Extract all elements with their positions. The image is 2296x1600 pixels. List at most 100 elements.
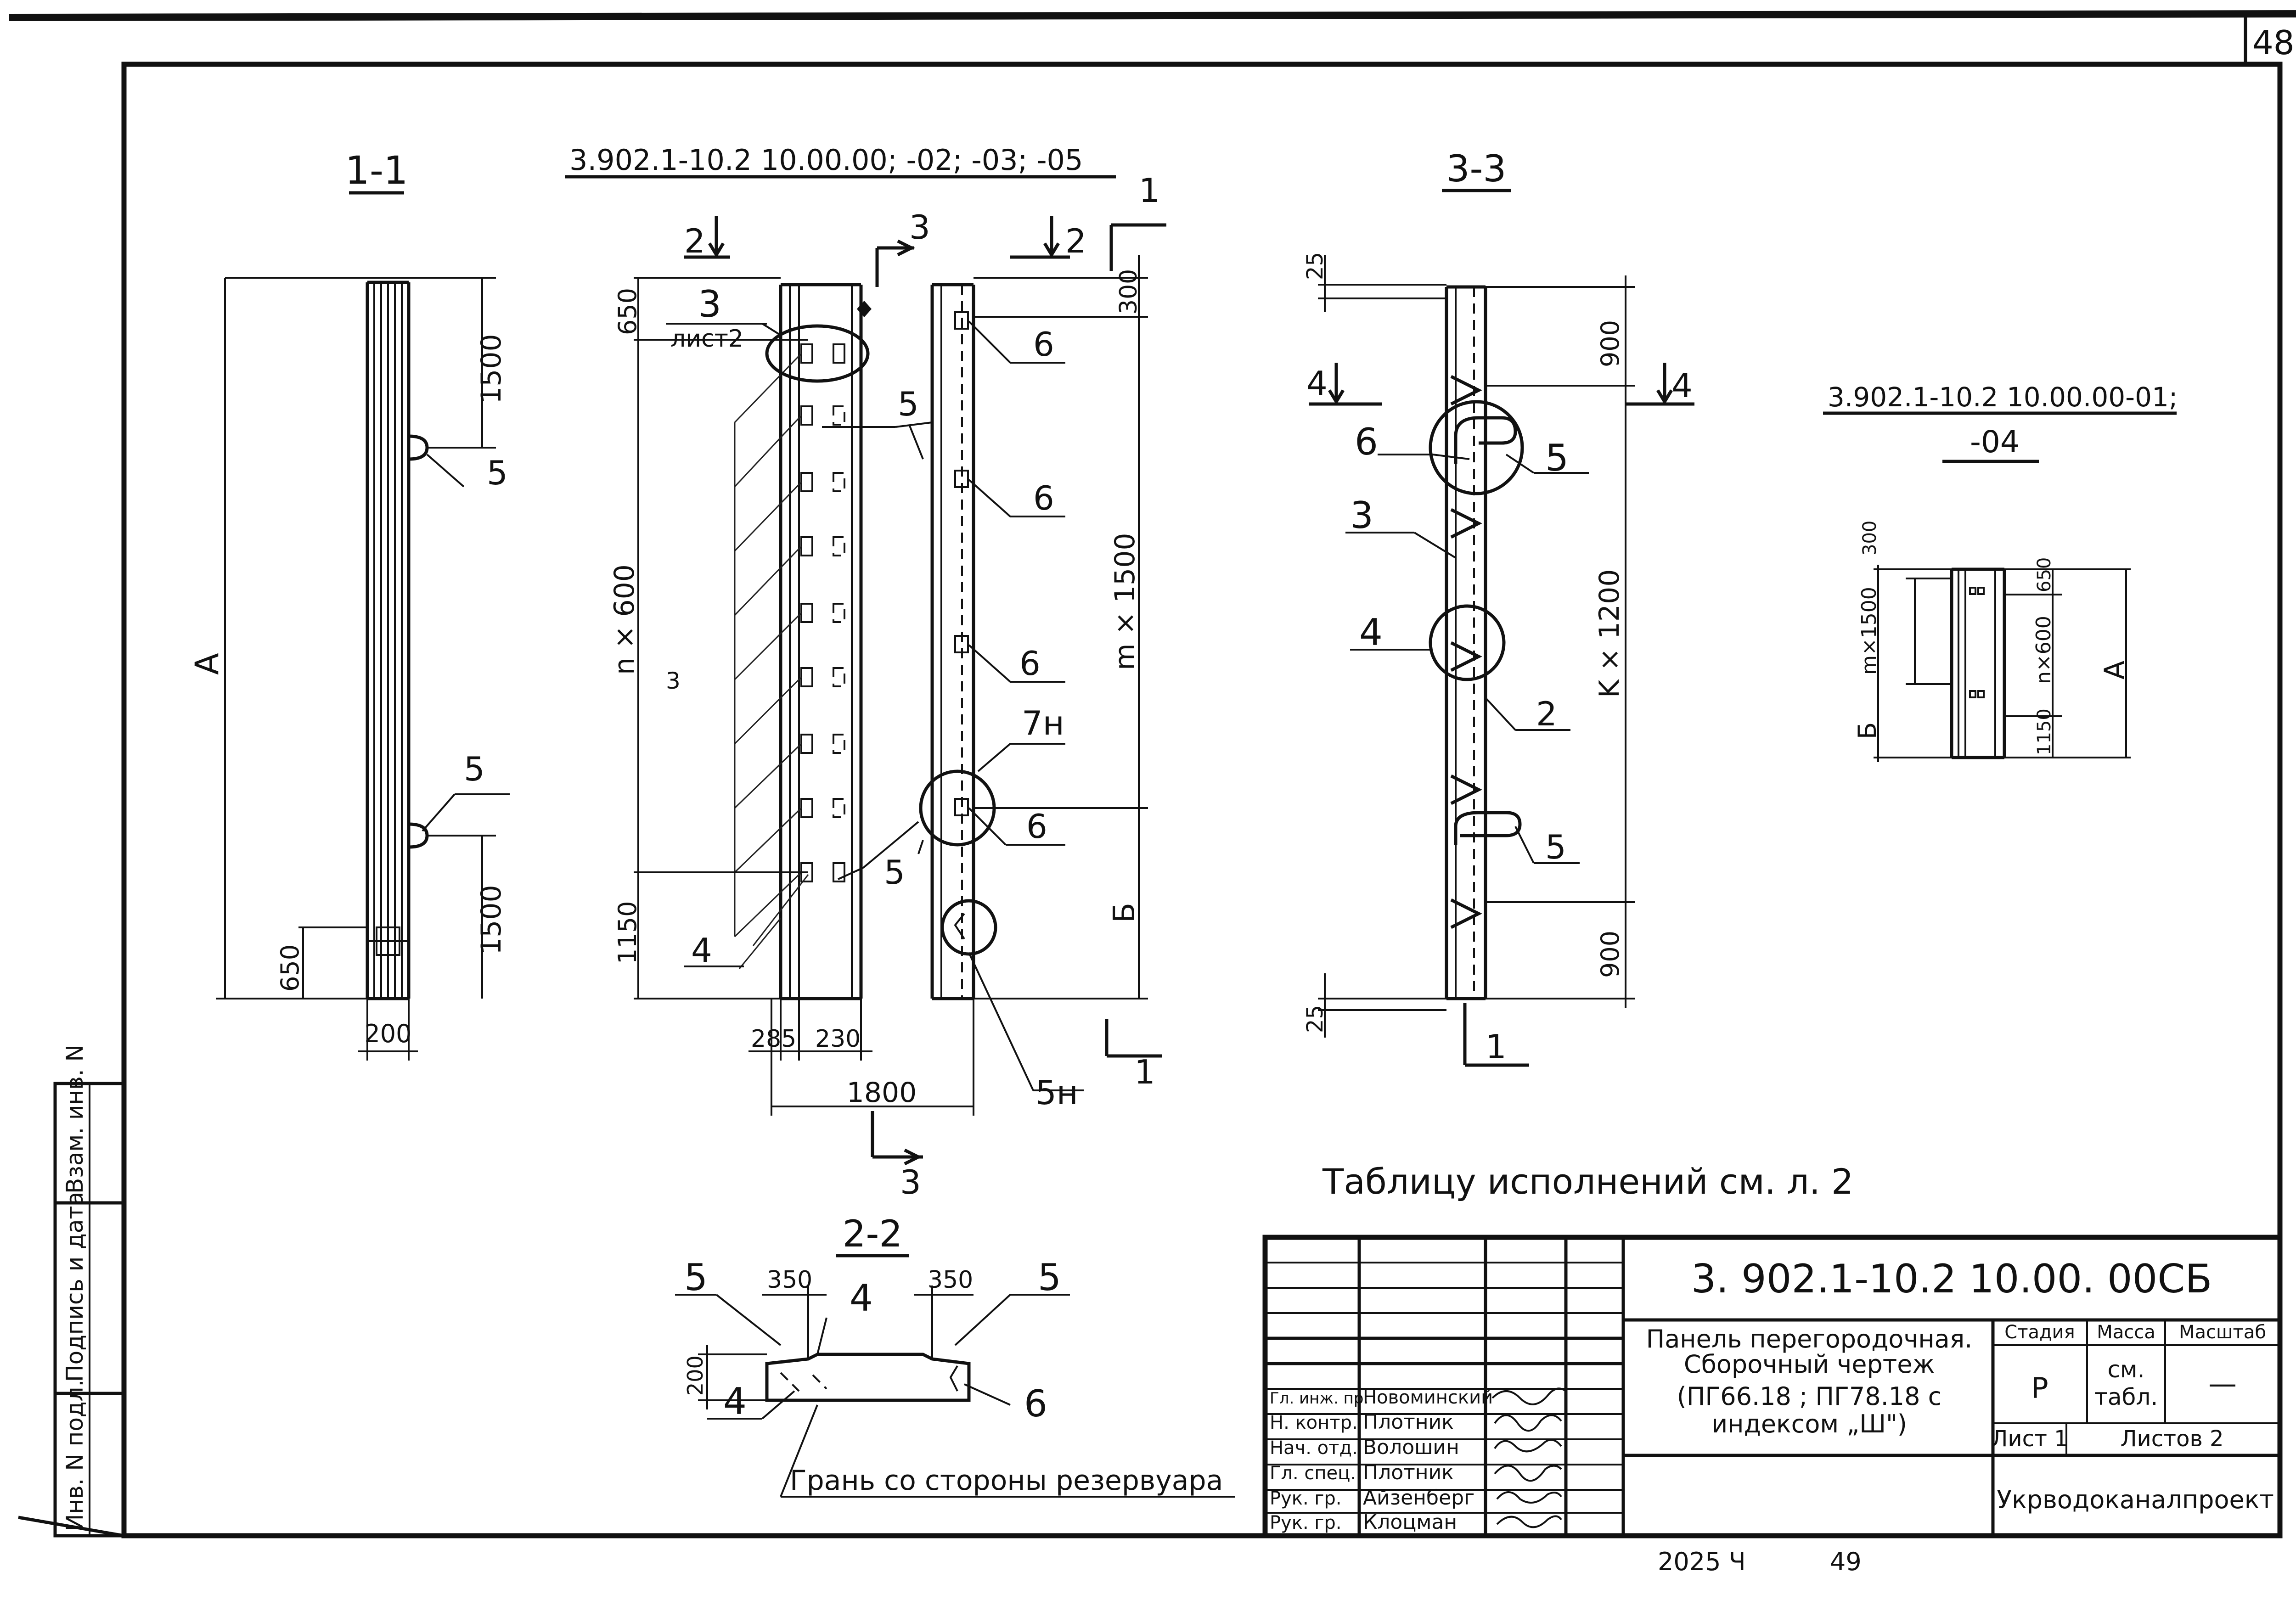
callout-5: 5	[884, 853, 905, 892]
dim-285: 285	[751, 1025, 796, 1053]
small-callout-3: 3	[666, 668, 681, 694]
mass-value: см.	[2107, 1356, 2144, 1383]
dim-900: 900	[1596, 931, 1625, 978]
callout-6: 6	[1033, 325, 1054, 364]
dim-350: 350	[767, 1266, 812, 1294]
scale-label: Масштаб	[2179, 1322, 2266, 1343]
callout-5n: 5н	[1035, 1073, 1078, 1112]
sheet-frame	[9, 10, 2296, 1538]
role-label: Нач. отд.	[1270, 1437, 1358, 1459]
section-1-1-title: 1-1	[345, 148, 408, 193]
variant-title-line2: -04	[1970, 424, 2020, 460]
side-strip-cell: Инв. N подл.	[62, 1380, 88, 1531]
role-label: Рук. гр.	[1270, 1512, 1342, 1533]
cut-marker-1: 1	[1139, 171, 1160, 210]
mass-label: Масса	[2097, 1322, 2155, 1343]
product-name-line4: индексом „Ш")	[1711, 1409, 1907, 1438]
role-name: Новоминский	[1363, 1387, 1493, 1408]
detail-ref-number: 3	[698, 283, 721, 326]
callout-6: 6	[1019, 644, 1041, 683]
dim-25: 25	[1302, 252, 1328, 280]
callout-5: 5	[487, 454, 508, 492]
cut-marker-2: 2	[1065, 222, 1086, 260]
role-name: Клоцман	[1363, 1510, 1457, 1534]
dim-900: 900	[1596, 320, 1625, 367]
dim-350: 350	[928, 1266, 973, 1294]
dim-B: Б	[1108, 903, 1142, 923]
callout-6: 6	[1026, 807, 1047, 846]
dim-230: 230	[815, 1025, 861, 1053]
sheet-label: Лист 1	[1991, 1426, 2068, 1452]
callout-5: 5	[684, 1256, 708, 1299]
dim-nx600: n × 600	[608, 564, 641, 675]
anchor-squares	[800, 343, 845, 882]
callout-4: 4	[723, 1380, 747, 1423]
role-name: Волошин	[1363, 1436, 1459, 1459]
scale-value: —	[2208, 1367, 2237, 1400]
side-strip-cell: Взам. инв. N	[62, 1044, 88, 1194]
elevation-view: 3.902.1-10.2 10.00.00; -02; -03; -05	[565, 143, 1166, 1201]
dim-650: 650	[2034, 557, 2055, 592]
face-note: Грань со стороны резервуара	[790, 1465, 1223, 1497]
organization: Укрводоканалпроект	[1997, 1485, 2274, 1514]
dim-nx600: n×600	[2032, 616, 2055, 684]
callout-6: 6	[1355, 421, 1378, 463]
callout-4: 4	[691, 931, 712, 970]
dim-650: 650	[613, 288, 642, 335]
role-label: Рук. гр.	[1270, 1488, 1342, 1509]
product-name-line2: Сборочный чертеж	[1684, 1350, 1935, 1379]
section-1-1: 1-1 1500 1500 650 200 А	[188, 148, 510, 1061]
dim-300: 300	[1859, 521, 1880, 556]
bottom-note: 49	[1830, 1547, 1862, 1576]
role-name: Плотник	[1363, 1461, 1454, 1484]
section-3-3: 3-3 4 4 1 6 5	[1302, 147, 1694, 1067]
table-note: Таблицу исполнений см. л. 2	[1322, 1161, 1853, 1202]
side-strip-cell: Подпись и дата	[62, 1192, 88, 1382]
callout-5: 5	[898, 385, 919, 423]
bottom-note: 2025 Ч	[1658, 1547, 1746, 1576]
variant-01-04-view: 3.902.1-10.2 10.00.00-01; -04 300 m×1500…	[1823, 382, 2178, 762]
cut-marker-4: 4	[1306, 364, 1328, 403]
dim-25: 25	[1302, 1005, 1328, 1033]
section-3-3-title: 3-3	[1446, 147, 1507, 190]
mass-value: табл.	[2094, 1384, 2158, 1410]
cut-marker-1: 1	[1486, 1027, 1507, 1066]
cut-marker-3: 3	[909, 208, 930, 247]
role-name: Плотник	[1363, 1410, 1454, 1434]
dim-1500-top: 1500	[475, 334, 507, 404]
elevation-title: 3.902.1-10.2 10.00.00; -02; -03; -05	[569, 143, 1083, 177]
callout-6: 6	[1033, 479, 1054, 517]
callout-5: 5	[464, 750, 485, 788]
cut-marker-1: 1	[1134, 1053, 1155, 1091]
product-name-line1: Панель перегородочная.	[1646, 1325, 1973, 1353]
cut-marker-3: 3	[900, 1163, 921, 1201]
dim-mx1500: m × 1500	[1109, 533, 1141, 670]
dim-650: 650	[276, 944, 304, 992]
product-name-line3: (ПГ66.18 ; ПГ78.18 с	[1677, 1382, 1942, 1411]
page-number: 48	[2252, 23, 2295, 62]
doc-code: 3. 902.1-10.2 10.00. 00СБ	[1691, 1256, 2212, 1302]
callout-4: 4	[1359, 611, 1383, 654]
dim-300: 300	[1115, 269, 1142, 314]
stage-value: Р	[2031, 1371, 2048, 1405]
dim-1150: 1150	[613, 901, 642, 964]
dim-A: А	[188, 653, 226, 675]
sheets-label: Листов 2	[2120, 1426, 2223, 1452]
dim-1150: 1150	[2034, 708, 2055, 755]
role-label: Гл. спец.	[1270, 1463, 1356, 1484]
signatures	[1491, 1387, 1567, 1528]
dim-200: 200	[364, 1019, 411, 1048]
section-2-2-title: 2-2	[843, 1213, 903, 1255]
variant-title-line1: 3.902.1-10.2 10.00.00-01;	[1828, 382, 2178, 413]
title-block: 3. 902.1-10.2 10.00. 00СБ Панель перегор…	[1262, 1235, 2283, 1538]
role-label: Гл. инж. пр.	[1270, 1389, 1368, 1408]
dim-A: А	[2099, 661, 2131, 679]
callout-5: 5	[1038, 1256, 1061, 1299]
side-strip: Взам. инв. N Подпись и дата Инв. N подл.	[53, 1044, 126, 1538]
dim-B: Б	[1853, 722, 1882, 739]
dim-kx1200: K × 1200	[1593, 569, 1626, 698]
callout-5: 5	[1545, 828, 1566, 866]
cut-marker-4: 4	[1671, 366, 1693, 405]
callout-4: 4	[850, 1277, 873, 1319]
